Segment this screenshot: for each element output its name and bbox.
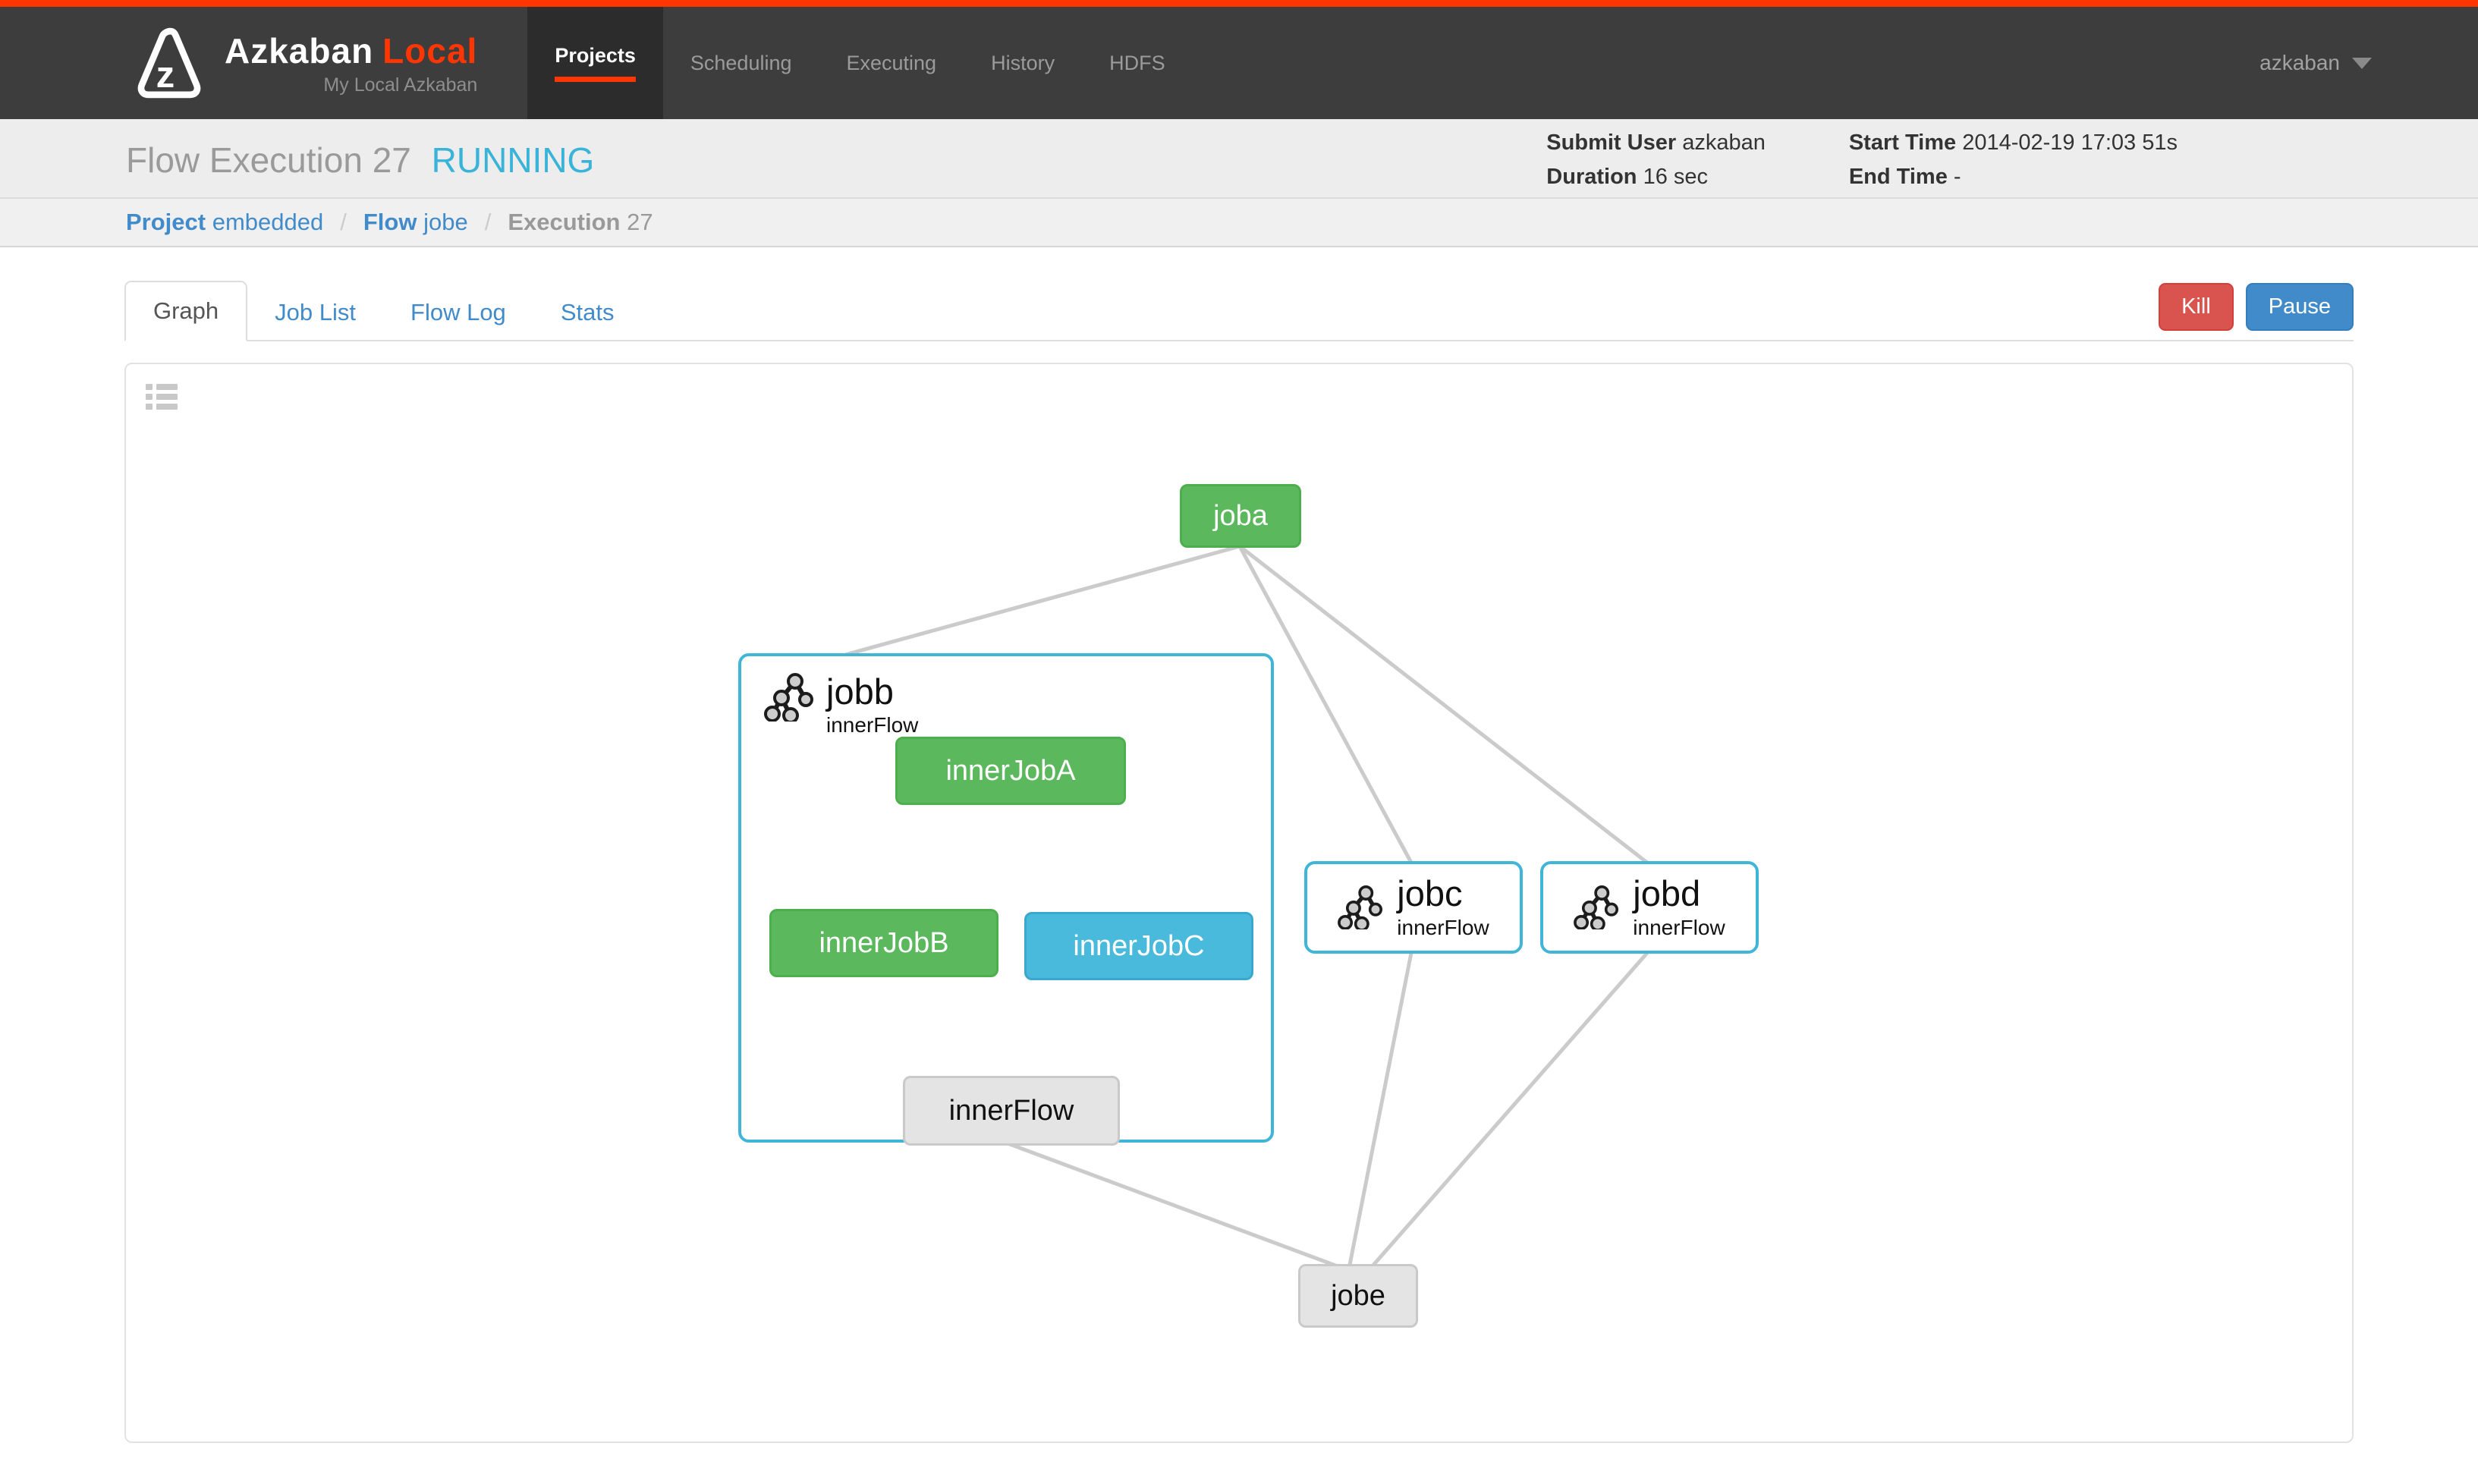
execution-info: Submit User azkaban Duration 16 sec Star… [1546,130,2178,190]
tab-job-list[interactable]: Job List [275,299,357,325]
flow-box-jobd-subtitle: innerFlow [1633,915,1725,939]
edge-jobb-jobe [1007,1141,1344,1271]
breadcrumb-execution: Execution 27 [508,209,653,235]
nav-item-scheduling[interactable]: Scheduling [690,51,792,74]
flow-box-jobc-subtitle: innerFlow [1397,915,1489,939]
breadcrumb-separator: / [484,209,492,235]
nav-item-hdfs[interactable]: HDFS [1109,51,1165,74]
graph-panel: jobb innerFlow joba innerJobA innerJobB … [124,363,2354,1443]
breadcrumb: Project embedded / Flow jobe / Execution… [0,199,2478,247]
azkaban-logo-icon: z [137,27,201,99]
graph-node-innerJobC[interactable]: innerJobC [1024,912,1253,980]
submit-user-value: azkaban [1682,130,1766,155]
nav-item-history[interactable]: History [991,51,1055,74]
embedded-flow-icon [1574,885,1619,929]
brand-suffix: Local [382,30,478,71]
svg-text:z: z [156,55,175,96]
tab-graph[interactable]: Graph [124,281,248,341]
accent-top-strip [0,0,2478,7]
edge-joba-jobc [1237,545,1414,864]
flow-box-jobb-header: jobb innerFlow [764,673,918,737]
start-time-label: Start Time [1848,130,1957,155]
flow-box-jobb[interactable]: jobb innerFlow [738,653,1274,1143]
brand-subtitle: My Local Azkaban [323,74,478,96]
submit-user-label: Submit User [1546,130,1677,155]
page-title: Flow Execution 27 RUNNING [126,140,595,180]
tab-stats[interactable]: Stats [560,299,615,325]
graph-node-jobe[interactable]: jobe [1298,1264,1418,1328]
status-badge: RUNNING [431,140,595,180]
nav-menu: Projects Scheduling Executing History HD… [527,7,1192,119]
kill-button[interactable]: Kill [2159,283,2234,331]
execution-id: 27 [372,140,411,180]
flow-box-jobc-title: jobc [1397,873,1463,914]
embedded-flow-icon [764,673,813,722]
embedded-flow-icon [1338,885,1383,929]
edge-joba-jobd [1238,545,1649,864]
main-content: Graph Job List Flow Log Stats Kill Pause [124,281,2354,1443]
page-header: Flow Execution 27 RUNNING Submit User az… [0,119,2478,199]
edge-joba-jobb [844,544,1241,657]
graph-node-innerJobA[interactable]: innerJobA [895,737,1126,805]
user-name: azkaban [2259,51,2340,74]
graph-node-innerFlow[interactable]: innerFlow [903,1076,1120,1146]
edge-jobc-jobe [1347,952,1414,1269]
duration-value: 16 sec [1643,164,1709,189]
flow-box-jobb-subtitle: innerFlow [826,713,919,737]
flow-box-jobd-title: jobd [1633,873,1701,914]
flow-box-jobc[interactable]: jobc innerFlow [1304,861,1523,954]
end-time-value: - [1953,164,1961,189]
chevron-down-icon [2352,57,2372,69]
breadcrumb-separator: / [340,209,347,235]
job-list-toggle-icon[interactable] [146,384,179,410]
graph-node-innerJobB[interactable]: innerJobB [769,909,998,977]
nav-item-projects[interactable]: Projects [527,7,663,119]
pause-button[interactable]: Pause [2245,283,2354,331]
flow-box-jobd[interactable]: jobd innerFlow [1540,861,1759,954]
brand-name: Azkaban [225,30,374,71]
end-time-label: End Time [1848,164,1948,189]
flow-actions: Kill Pause [2159,283,2354,340]
breadcrumb-project[interactable]: Project embedded [126,209,324,235]
tab-flow-log[interactable]: Flow Log [410,299,506,325]
graph-node-joba[interactable]: joba [1180,484,1301,548]
start-time-value: 2014-02-19 17:03 51s [1962,130,2178,155]
nav-item-executing[interactable]: Executing [846,51,937,74]
duration-label: Duration [1546,164,1637,189]
user-dropdown[interactable]: azkaban [2259,7,2372,119]
tabs-bar: Graph Job List Flow Log Stats Kill Pause [124,281,2354,341]
edge-jobd-jobe [1369,951,1649,1270]
breadcrumb-flow[interactable]: Flow jobe [363,209,468,235]
flow-box-jobb-title: jobb [826,671,894,712]
